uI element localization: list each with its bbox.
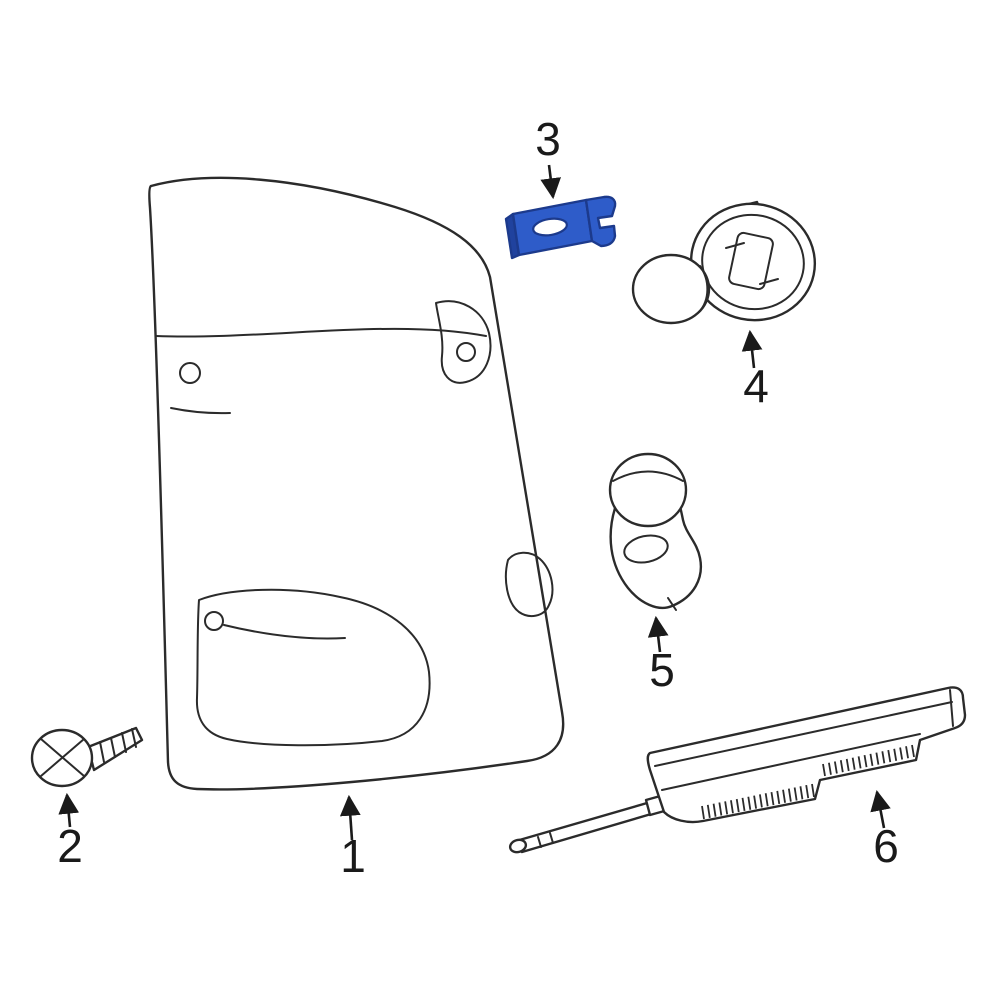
callout-6: 6: [870, 789, 899, 872]
callout-5: 5: [647, 615, 675, 696]
callout-2: 2: [57, 792, 83, 872]
callout-4-label: 4: [743, 360, 769, 412]
callout-3-label: 3: [535, 113, 561, 165]
callout-4-arrow: [741, 329, 763, 369]
part-bulb-socket[interactable]: [631, 192, 826, 331]
part-bulb[interactable]: [608, 452, 703, 611]
rib-texture-left: [701, 783, 815, 820]
callout-3: 3: [535, 113, 561, 200]
callout-6-arrow: [870, 789, 891, 829]
callout-1-label: 1: [340, 830, 366, 882]
clip-claw: [584, 195, 617, 248]
callout-1-arrow: [339, 794, 361, 841]
callout-2-arrow: [58, 792, 80, 828]
callout-4: 4: [741, 329, 769, 412]
callout-5-label: 5: [649, 644, 675, 696]
part-tail-lamp-lens[interactable]: [148, 176, 565, 791]
callout-6-label: 6: [873, 820, 899, 872]
part-lamp-trim-bar[interactable]: [508, 686, 967, 854]
callout-1: 1: [339, 794, 366, 882]
rib-texture-right: [822, 744, 915, 777]
callout-2-label: 2: [57, 820, 83, 872]
part-retainer-clip[interactable]: [504, 195, 617, 260]
callout-5-arrow: [647, 615, 669, 653]
part-mounting-screw[interactable]: [30, 726, 144, 788]
callout-3-arrow: [540, 164, 561, 200]
clip-hole: [532, 217, 568, 237]
